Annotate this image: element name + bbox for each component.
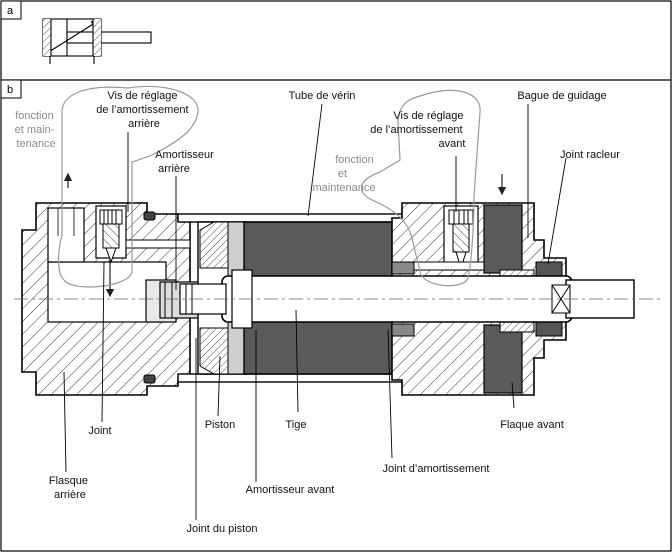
label-piston: Piston bbox=[205, 419, 236, 431]
cylinder-symbol bbox=[42, 18, 152, 64]
panel-b-label: b bbox=[7, 84, 13, 96]
label-fonction-gauche: fonction et main- tenance bbox=[15, 110, 58, 150]
label-amortisseur-avant: Amortisseur avant bbox=[246, 484, 335, 496]
label-flasque-arriere: Flasque arrière bbox=[49, 475, 91, 501]
leader-lines bbox=[63, 103, 567, 520]
label-flaque-avant: Flaque avant bbox=[500, 419, 564, 431]
label-vis-arriere: Vis de réglage de l’amortissement arrièr… bbox=[96, 90, 191, 130]
maintenance-bubble-right bbox=[361, 89, 481, 287]
label-joint: Joint bbox=[88, 425, 111, 437]
label-joint-piston: Joint du piston bbox=[187, 523, 258, 535]
label-joint-amortissement: Joint d’amortissement bbox=[383, 463, 490, 475]
label-fonction-droite: fonction et maintenance bbox=[313, 154, 377, 194]
panel-a-label: a bbox=[7, 5, 14, 17]
tube-top-wall bbox=[177, 213, 403, 223]
label-joint-racleur: Joint racleur bbox=[560, 149, 620, 161]
label-amortisseur-arriere: Amortisseur arrière bbox=[155, 149, 217, 175]
label-vis-avant: Vis de réglage de l’amortissement avant bbox=[370, 110, 466, 150]
label-tube: Tube de vérin bbox=[289, 90, 356, 102]
labels: Vis de réglage de l’amortissement arrièr… bbox=[15, 90, 621, 535]
cylinder-section bbox=[14, 85, 660, 396]
label-bague: Bague de guidage bbox=[517, 90, 606, 102]
tube-bottom-wall bbox=[177, 373, 403, 383]
maintenance-bubble-left bbox=[57, 85, 199, 288]
label-tige: Tige bbox=[286, 419, 307, 431]
panel-a-tag bbox=[0, 0, 22, 20]
panel-b-tag bbox=[0, 79, 22, 99]
